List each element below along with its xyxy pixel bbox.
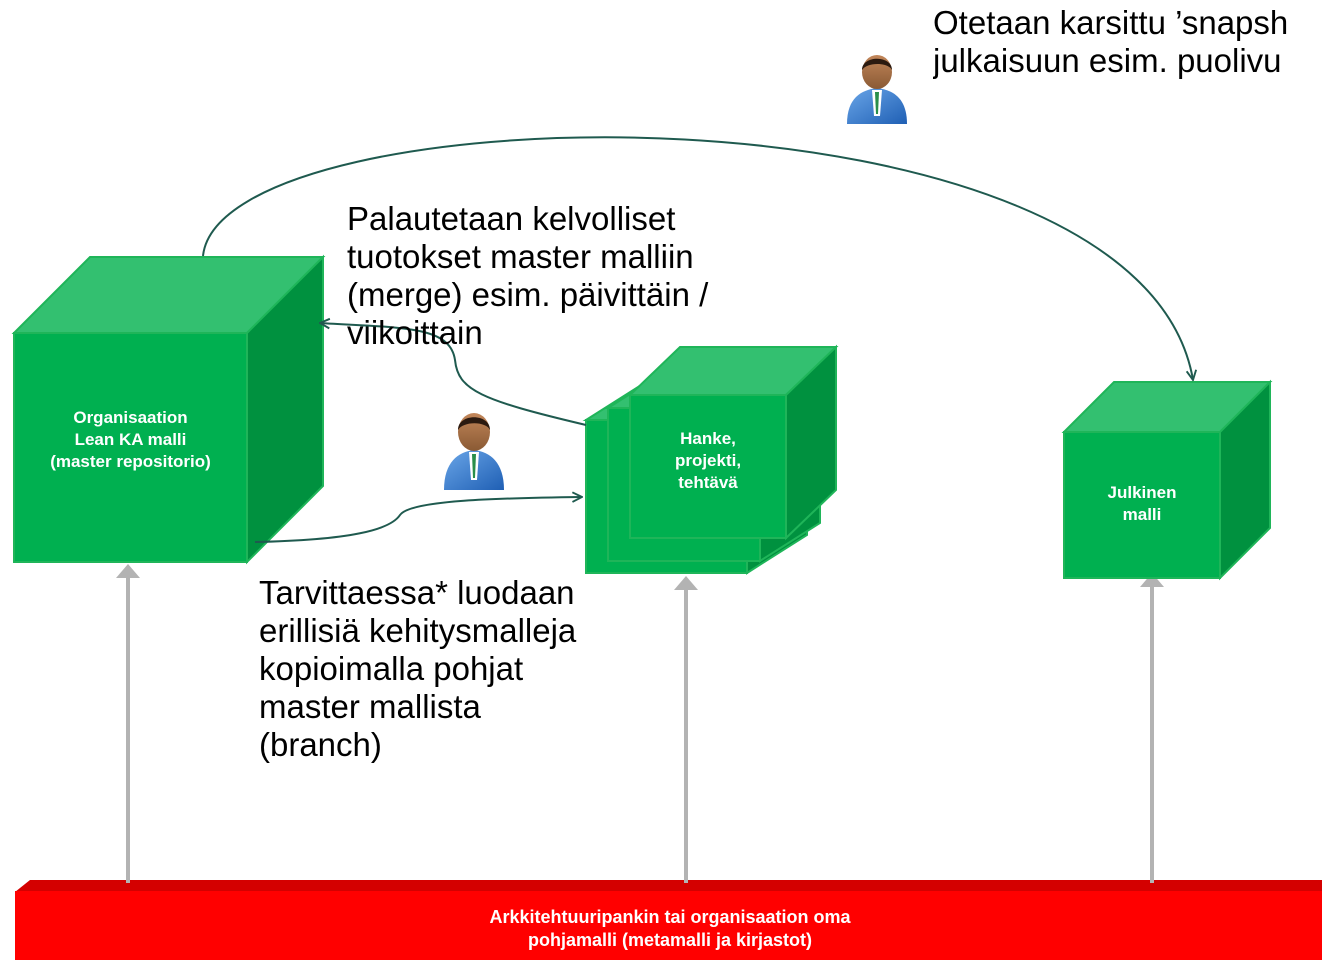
support-arrow-project xyxy=(674,576,698,883)
publish-arrow xyxy=(202,136,1193,380)
person-icon xyxy=(847,55,907,124)
project-cube-front xyxy=(627,344,839,541)
branch-annotation: Tarvittaessa* luodaan erillisiä kehitysm… xyxy=(259,574,577,763)
master-cube-label: Organisaation Lean KA malli (master repo… xyxy=(50,408,211,471)
branch-arrow xyxy=(254,497,582,543)
base-bar-label: Arkkitehtuuripankin tai organisaation om… xyxy=(489,907,851,950)
public-cube xyxy=(1061,379,1273,581)
merge-annotation: Palautetaan kelvolliset tuotokset master… xyxy=(347,200,709,351)
support-arrow-public xyxy=(1140,573,1164,883)
public-cube-label: Julkinen malli xyxy=(1107,483,1177,524)
project-cube-label: Hanke, projekti, tehtävä xyxy=(674,429,742,492)
person-icon xyxy=(444,413,504,490)
snapshot-annotation: Otetaan karsittu ’snapsh julkaisuun esim… xyxy=(933,4,1289,79)
support-arrow-master xyxy=(116,564,140,883)
base-bar xyxy=(15,880,1322,960)
master-cube xyxy=(11,254,326,565)
merge-arrow xyxy=(320,323,587,426)
